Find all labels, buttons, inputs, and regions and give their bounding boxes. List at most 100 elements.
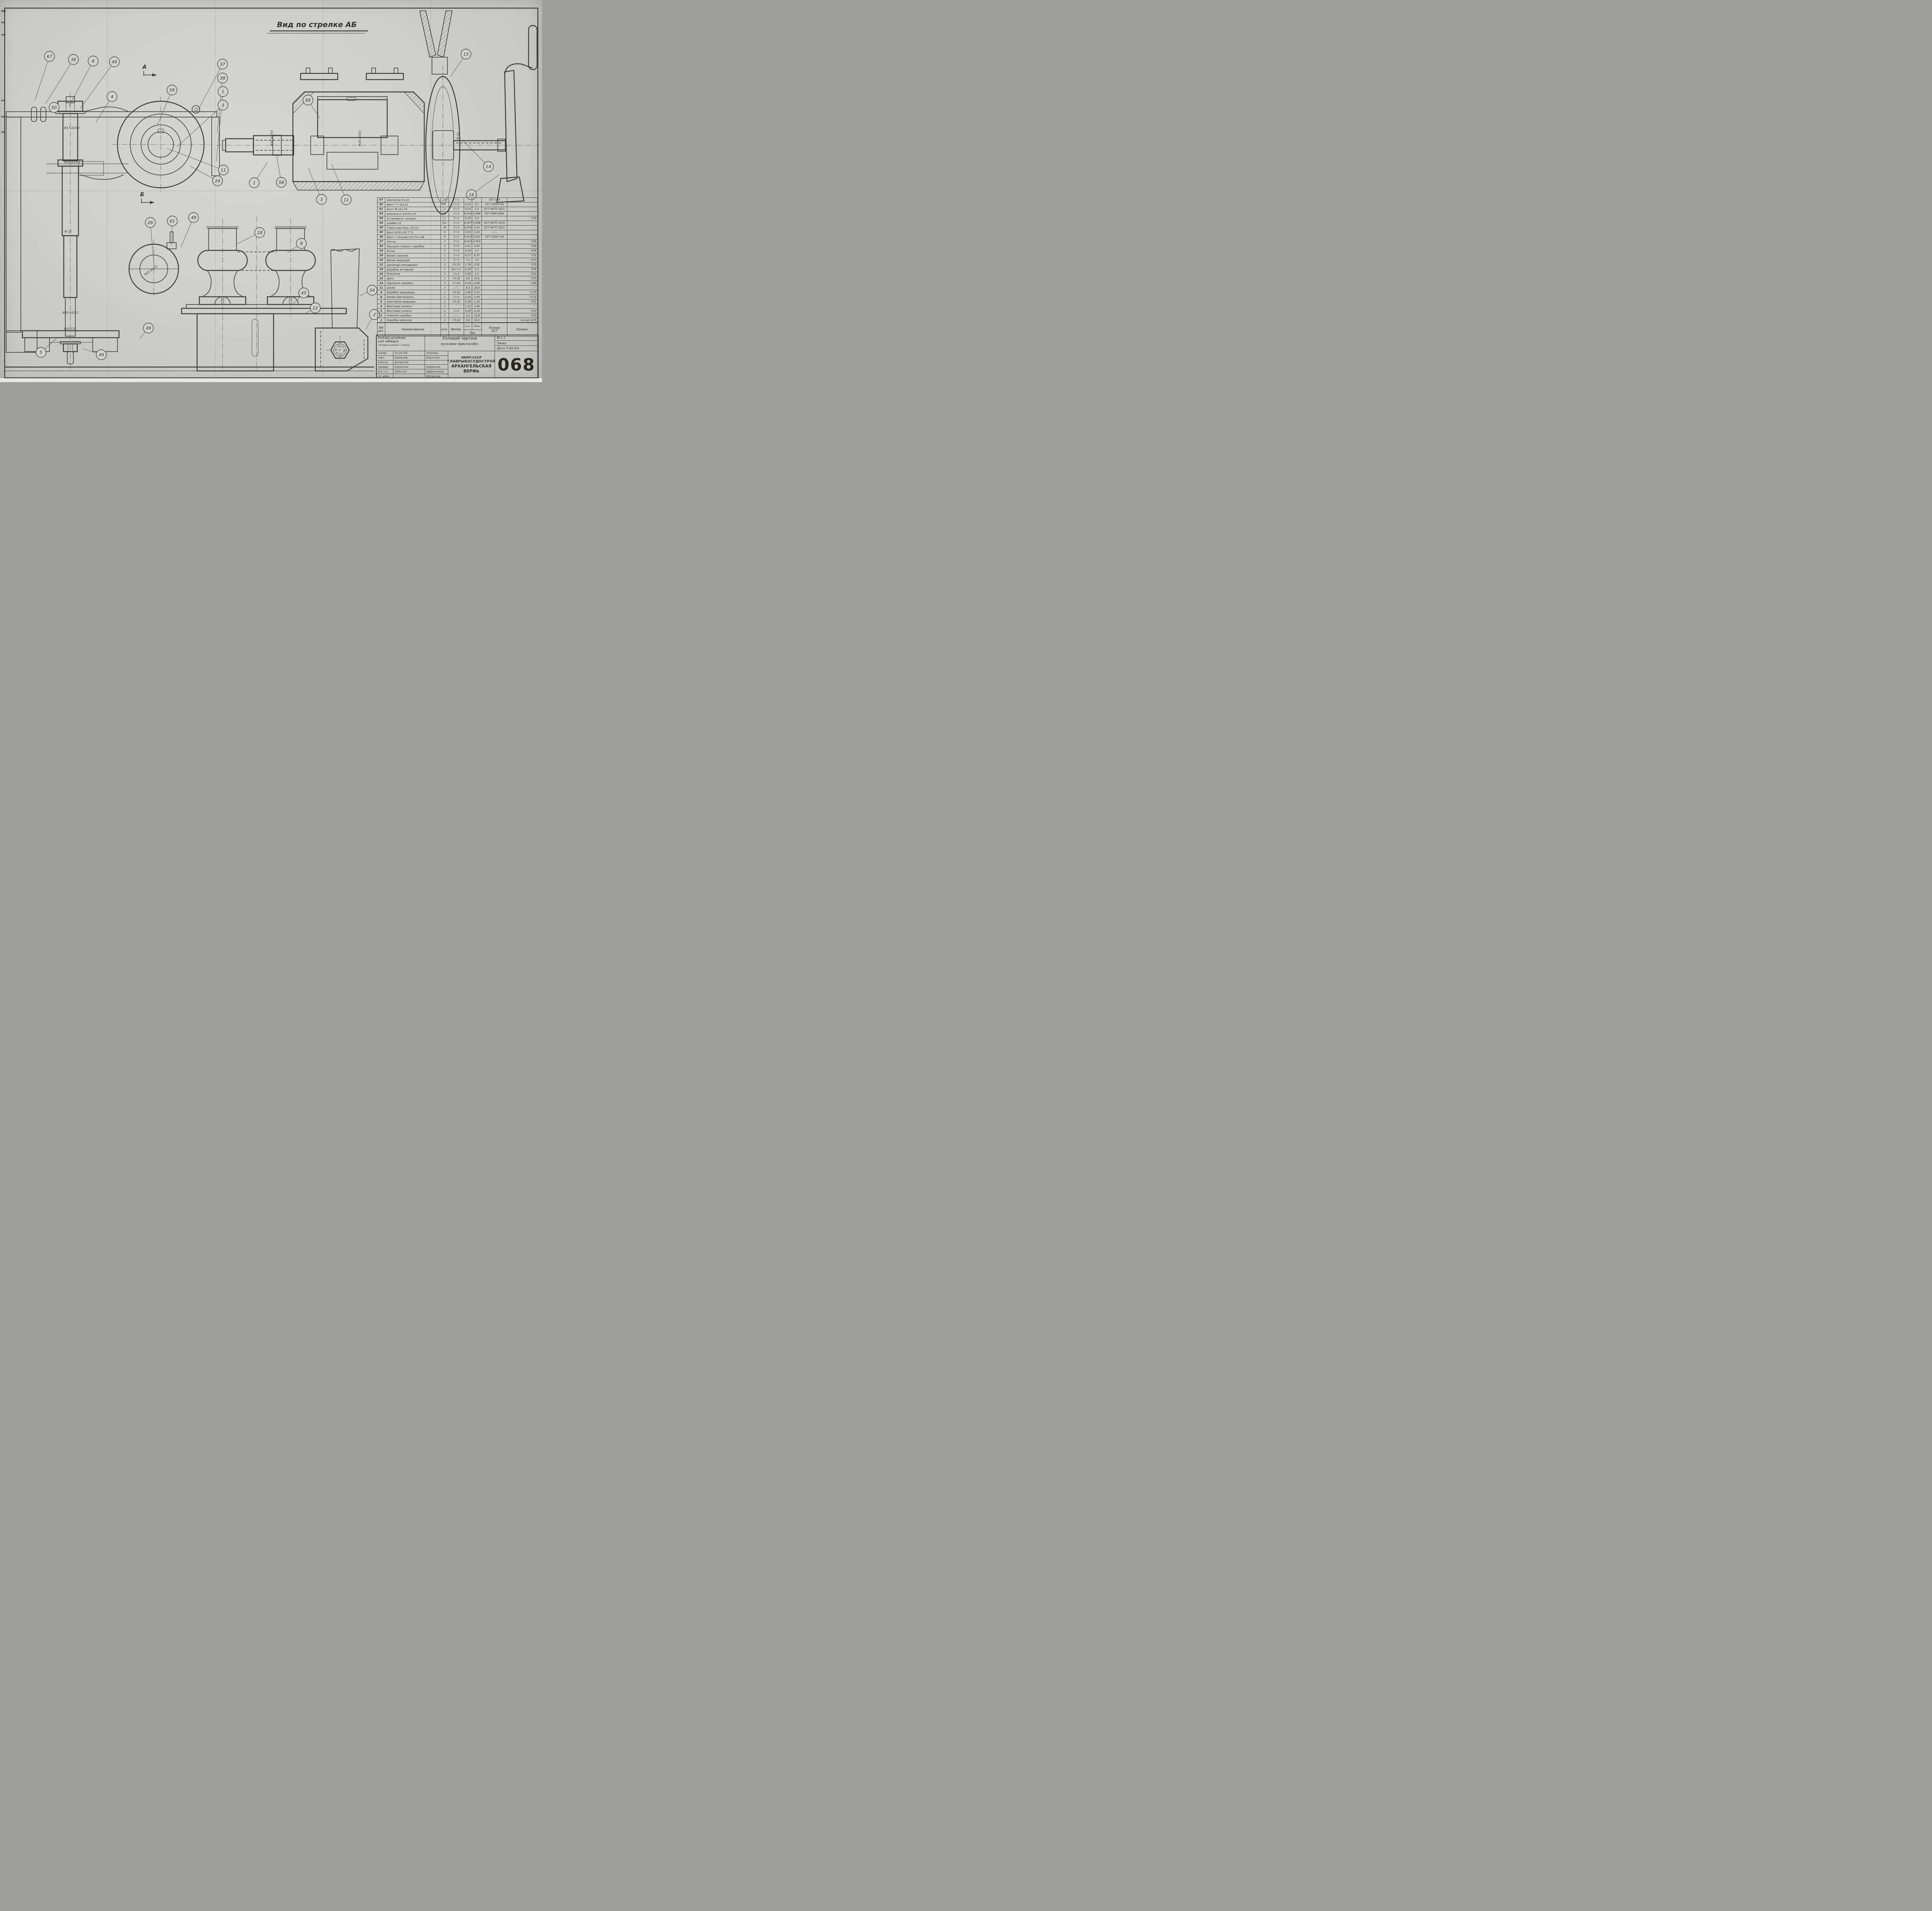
callout-49: 49 [139,323,154,339]
bom-header-name: Наименование [385,323,441,336]
bom-cell: ″ 075 [529,263,536,267]
bom-cell: 9 [378,290,385,295]
bom-cell: 2 [441,281,449,286]
bom-cell: Цилиндр неподвижн. [385,262,441,267]
callout-3: 3 [177,100,228,147]
callout-number: 14 [486,164,491,169]
bom-cell: ОСТ НКТП 3233 [482,221,507,225]
bom-cell: 1,76 [464,262,472,267]
bom-cell: ″ 072 [529,258,536,262]
bom-cell: 2 [441,304,449,309]
callout-number: 37 [220,62,225,67]
bom-cell: 34 [378,248,385,253]
bom-cell: 0,7 [472,248,482,253]
callout-number: 59 [169,88,175,93]
bom-cell: ″ 076 [529,268,536,271]
callout-number: 50 [51,105,57,110]
title-name: Матросов. [426,374,441,378]
bom-cell: 0,5 [472,267,482,272]
callout-24: 24 [190,166,223,186]
bom-cell: 1,06 [472,295,482,299]
bom-cell: 0,65 [464,272,472,276]
bom-cell: Нижняя коробка [385,313,441,318]
title-signature [393,374,425,378]
callout-11: 11 [331,163,352,205]
bom-cell: Рукоятка [385,272,441,276]
bom-cell [507,212,537,216]
bom-cell: СЧ.32 [449,276,464,281]
callout-49: 49 [180,212,199,248]
callout-number: 49 [191,215,196,220]
bom-cell: ″ 076 [529,240,536,243]
title-block: Койлер д/сейнер- ной лебедки тяговое уси… [376,335,539,379]
bom-cell: 9,6 [464,276,472,281]
bom-cell: 0,4 [472,207,482,211]
bom-cell: – [464,198,472,202]
bom-cell: 2 [441,313,449,318]
bom-cell: ″ ″ [533,304,536,308]
bom-cell [507,226,537,230]
bom-cell: 0,098 [472,221,482,225]
bom-cell [482,286,507,290]
bom-cell: 0,44 [464,281,472,286]
bom-cell: ″ 071 [529,300,536,303]
bom-cell: ″ 072 [529,254,536,257]
bom-cell: СЧ.32 [449,290,464,295]
title-name: Едемская. [425,365,448,370]
bom-cell: 36 [378,244,385,248]
bom-cell: Ст.0 [449,244,464,248]
svg-text:Б: Б [140,192,145,198]
bom-cell: 0,092 [472,239,482,244]
bom-cell: 9,6 [464,318,472,323]
bom-cell: Коробка верхняя [385,318,441,323]
callout-59: 59 [157,85,177,125]
bom-cell: Ст.5 [449,211,464,216]
bom-cell: 2 [441,211,449,216]
bom-cell: 1,23 [464,304,472,309]
callout-1: 1 [249,162,268,188]
bom-cell: 8,3 [464,286,472,290]
drawing-number: 068 [497,355,536,375]
bom-cell [482,216,507,221]
bom-cell: 0,10 [464,207,472,211]
bom-cell: 2 [441,267,449,272]
callout-26: 26 [145,217,156,267]
callout-number: 16 [469,192,474,197]
bom-cell: 8,37 [472,253,482,258]
title-role: черт. [377,356,393,360]
bom-cell: ОСТ 20007-38 [482,202,507,207]
callout-number: 26 [148,220,153,225]
bom-cell: Гайка шестигр. АЧ 12 [385,225,441,230]
bom-cell: 14 [378,281,385,286]
bom-cell: 2,46 [472,304,482,309]
bom-cell: —″— [482,230,507,235]
svg-text:А: А [142,64,147,70]
title-scale: М 1:1 [495,335,538,341]
bom-cell: ″ 072 [529,309,536,313]
bom-cell: Винтовое колесо [385,309,441,313]
bom-cell: 2 [441,244,449,248]
bom-cell: 0,53 [464,295,472,299]
title-role: гл. инж. [378,374,390,378]
bom-cell: 0,5 [472,216,482,221]
bom-cell: 50 [378,221,385,225]
callout-18: 18 [236,227,265,245]
title-role: копир [377,351,393,356]
bom-cell: 0,033 [464,225,472,230]
bom-cell: 0,24 [472,230,482,235]
bom-cell: Шпонка Н 14×9×35 [385,211,441,216]
bom-cell: 2 [441,276,449,281]
bom-cell: 0,024 [472,235,482,239]
view-title-text: Вид по стрелке АБ [277,20,357,29]
callout-number: 3 [320,197,323,202]
bom-cell: см.черт.075 [520,318,536,322]
bom-cell: 0,02 [464,202,472,207]
section-marks: АБ [140,64,157,204]
